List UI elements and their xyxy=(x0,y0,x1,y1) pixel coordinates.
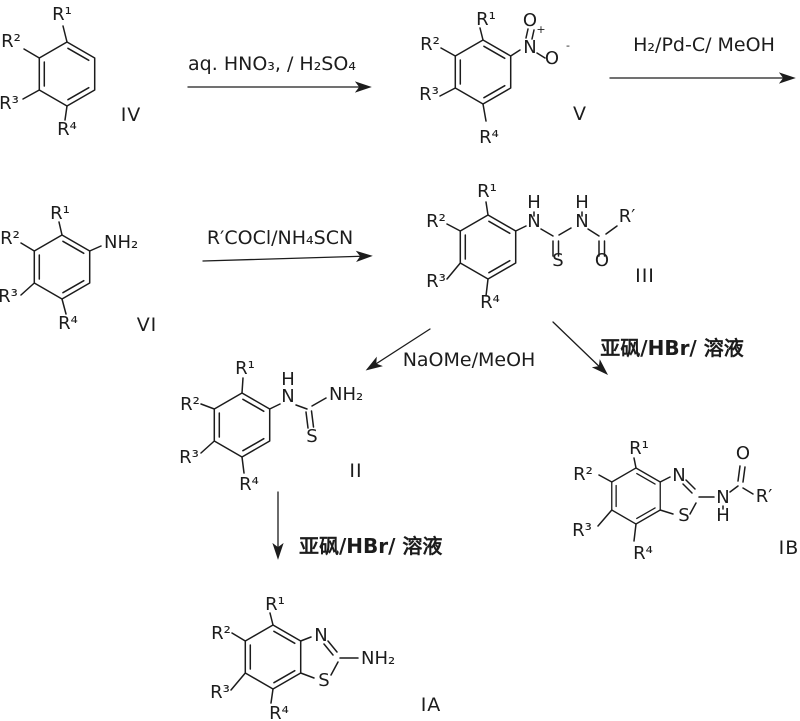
minus-charge-label: - xyxy=(566,39,570,52)
structure-vi: R¹ R² R³ R⁴ NH₂ VI xyxy=(0,203,158,336)
substituent-r3-label: R³ xyxy=(572,520,592,541)
substituent-r2-label: R² xyxy=(426,211,446,232)
nh-nitrogen-label: N xyxy=(281,386,294,407)
amide-nitrogen-label: N xyxy=(716,487,729,508)
benzene-ring xyxy=(459,214,517,280)
structure-iii: R¹ R² R³ R⁴ H N S H N O R′ III xyxy=(426,181,655,313)
thiazole-sulfur-label: S xyxy=(318,670,329,691)
plus-charge-label: + xyxy=(536,23,545,36)
substituent-r3-label: R³ xyxy=(0,286,18,307)
thiocarbonyl-sulfur-label: S xyxy=(306,426,317,447)
structure-v: R¹ R² R³ R⁴ O N + O - V xyxy=(419,9,587,148)
step-hbr-cyclization-down: 亚砜/HBr/ 溶液 xyxy=(272,491,443,560)
substituent-r3-label: R³ xyxy=(426,271,446,292)
substituent-rprime-label: R′ xyxy=(619,206,636,227)
step-nitration: aq. HNO₃, / H₂SO₄ xyxy=(187,53,372,93)
substituent-r3-label: R³ xyxy=(419,84,439,105)
nh-hydrogen-label: H xyxy=(281,369,295,390)
amide-hydrogen-label: H xyxy=(716,505,730,526)
nh-nitrogen-label: N xyxy=(575,211,588,232)
substituent-r2-label: R² xyxy=(211,623,231,644)
substituent-r1-label: R¹ xyxy=(629,438,649,459)
thiazole-sulfur-label: S xyxy=(678,505,689,526)
substituent-r4-label: R⁴ xyxy=(269,703,289,721)
step-reduction: H₂/Pd-C/ MeOH xyxy=(609,34,796,84)
substituent-r4-label: R⁴ xyxy=(57,119,77,140)
arrow-acylation xyxy=(202,250,373,263)
nitro-oxygen-right-label: O xyxy=(545,48,559,69)
nitro-nitrogen-label: N xyxy=(523,37,536,58)
benzene-ring xyxy=(213,392,271,458)
benzene-ring xyxy=(454,39,512,105)
arrow-base-cyclization xyxy=(365,328,431,371)
nh-hydrogen-label: H xyxy=(575,192,589,213)
carbonyl-oxygen-label: O xyxy=(736,443,750,464)
compound-label-vi: VI xyxy=(137,314,158,336)
nh-nitrogen-label: N xyxy=(527,211,540,232)
substituent-r1-label: R¹ xyxy=(265,594,285,615)
nitro-oxygen-top-label: O xyxy=(523,10,537,31)
reagent-label-base-cyclization: NaOMe/MeOH xyxy=(403,349,536,371)
bond-lines xyxy=(22,25,68,121)
compound-label-iv: IV xyxy=(121,104,142,126)
reagent-label-reduction: H₂/Pd-C/ MeOH xyxy=(633,34,775,56)
reagent-label-nitration: aq. HNO₃, / H₂SO₄ xyxy=(188,53,356,75)
substituent-r3-label: R³ xyxy=(179,447,199,468)
reagent-label-hbr-cyclization: 亚砜/HBr/ 溶液 xyxy=(299,534,443,558)
step-hbr-cyclization-right: 亚砜/HBr/ 溶液 xyxy=(552,321,745,375)
substituent-r1-label: R¹ xyxy=(50,203,70,224)
substituent-r2-label: R² xyxy=(573,464,593,485)
substituent-r1-label: R¹ xyxy=(52,4,72,25)
substituent-r2-label: R² xyxy=(420,34,440,55)
bond-lines xyxy=(200,377,327,474)
benzene-ring xyxy=(244,624,302,690)
substituent-r1-label: R¹ xyxy=(476,9,496,30)
substituent-r2-label: R² xyxy=(0,228,20,249)
amine-group-label: NH₂ xyxy=(104,232,138,253)
substituent-r4-label: R⁴ xyxy=(480,292,500,313)
benzene-ring xyxy=(38,41,96,107)
carbonyl-oxygen-label: O xyxy=(595,250,609,271)
thiazole-nitrogen-label: N xyxy=(314,625,327,646)
compound-label-iii: III xyxy=(635,265,655,287)
substituent-r2-label: R² xyxy=(180,394,200,415)
compound-label-ib: IB xyxy=(779,537,800,559)
substituent-r1-label: R¹ xyxy=(477,181,497,202)
nh-hydrogen-label: H xyxy=(527,192,541,213)
thiocarbonyl-sulfur-label: S xyxy=(552,250,563,271)
thiazole-nitrogen-label: N xyxy=(672,465,685,486)
substituent-r4-label: R⁴ xyxy=(633,543,653,564)
substituent-r3-label: R³ xyxy=(0,93,19,114)
substituent-r4-label: R⁴ xyxy=(239,474,259,495)
amine-group-label: NH₂ xyxy=(329,384,363,405)
substituent-rprime-label: R′ xyxy=(756,486,773,507)
compound-label-ia: IA xyxy=(421,694,442,716)
bond-lines xyxy=(597,457,754,542)
bond-lines xyxy=(446,201,618,297)
structure-ia: R¹ R² R³ R⁴ N S NH₂ IA xyxy=(210,594,442,721)
benzene-ring xyxy=(33,234,91,300)
step-acylation: R′COCl/NH₄SCN xyxy=(202,227,373,263)
bond-lines xyxy=(20,221,102,315)
structure-iv: R¹ R² R³ R⁴ IV xyxy=(0,4,142,140)
bond-lines xyxy=(230,612,359,704)
compound-label-v: V xyxy=(573,103,587,125)
amine-group-label: NH₂ xyxy=(361,648,395,669)
reagent-label-acylation: R′COCl/NH₄SCN xyxy=(207,227,353,249)
substituent-r3-label: R³ xyxy=(210,682,230,703)
bond-lines xyxy=(439,27,546,122)
substituent-r2-label: R² xyxy=(1,31,21,52)
substituent-r1-label: R¹ xyxy=(235,358,255,379)
benzene-ring xyxy=(611,467,661,525)
arrow-hbr-cyclization-right xyxy=(552,321,609,375)
step-base-cyclization: NaOMe/MeOH xyxy=(365,328,536,371)
structure-ib: R¹ R² R³ R⁴ N S N H O R′ IB xyxy=(572,438,800,564)
structure-ii: R¹ R² R³ R⁴ H N S NH₂ II xyxy=(179,358,363,495)
reagent-label-hbr-cyclization: 亚砜/HBr/ 溶液 xyxy=(600,336,744,360)
compound-label-ii: II xyxy=(349,460,362,482)
substituent-r4-label: R⁴ xyxy=(58,313,78,334)
substituent-r4-label: R⁴ xyxy=(479,127,499,148)
